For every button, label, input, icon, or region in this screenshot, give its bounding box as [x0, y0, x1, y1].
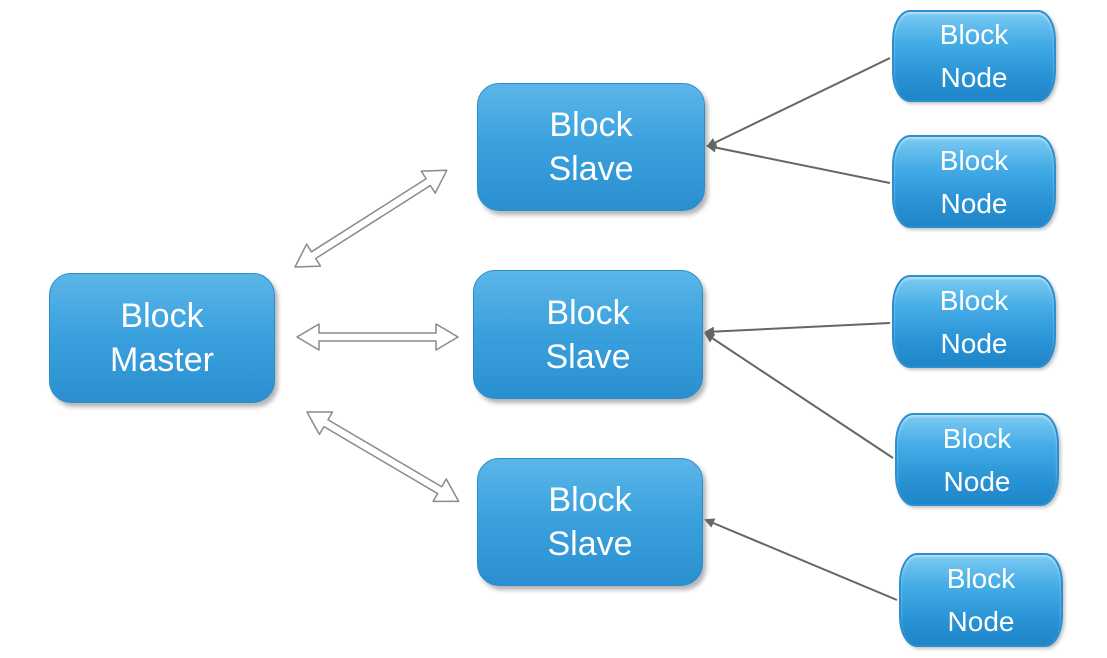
block-node-box: Block Node	[892, 10, 1056, 102]
connector-node4-slave2	[704, 332, 894, 459]
double-arrow-master-slave2	[296, 323, 459, 351]
double-arrow-master-slave3	[306, 411, 460, 503]
connector-node3-slave2	[704, 322, 891, 337]
block-slave-box: Block Slave	[473, 270, 703, 399]
block-master-box: Block Master	[49, 273, 275, 403]
connector-node1-slave1	[706, 57, 891, 148]
block-slave-box: Block Slave	[477, 458, 703, 586]
connector-node5-slave3	[704, 518, 898, 601]
double-arrow-master-slave1	[294, 169, 448, 268]
block-node-box: Block Node	[899, 553, 1063, 647]
block-slave-box: Block Slave	[477, 83, 705, 211]
block-node-box: Block Node	[895, 413, 1059, 506]
block-node-box: Block Node	[892, 135, 1056, 228]
block-node-box: Block Node	[892, 275, 1056, 368]
connector-node2-slave1	[706, 142, 891, 184]
